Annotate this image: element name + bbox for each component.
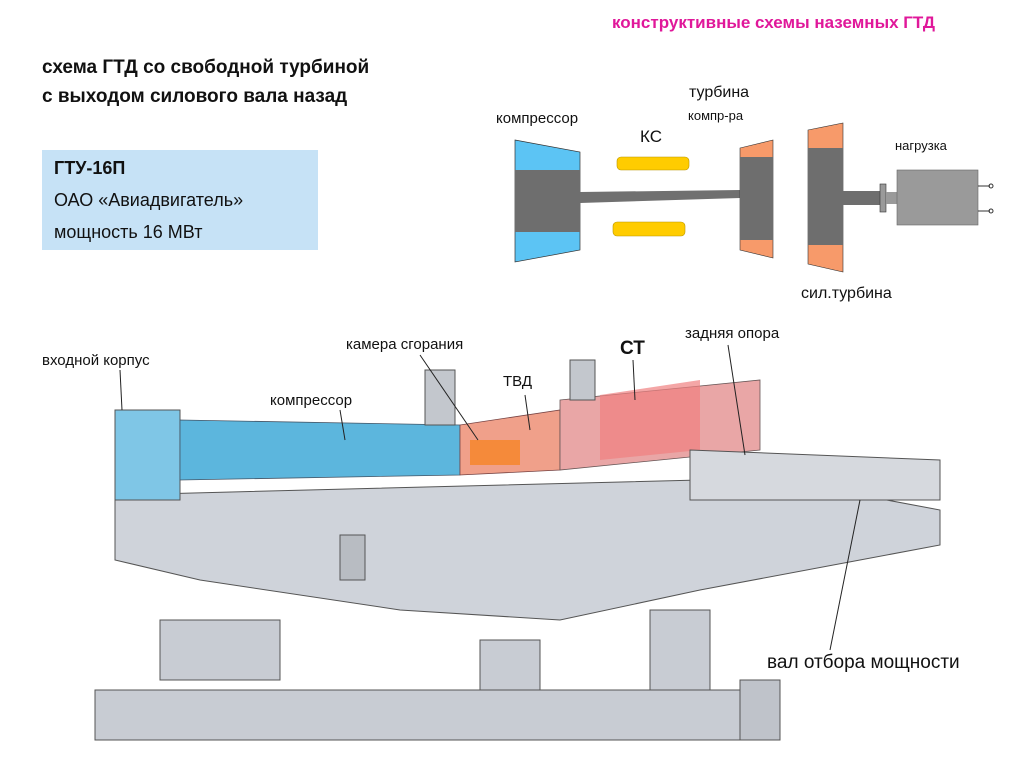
scheme-power-turbine	[807, 122, 880, 273]
scheme-label-compressor: компрессор	[496, 110, 579, 127]
scheme-label-power-turbine: сил.турбина	[801, 285, 892, 302]
label-inlet: входной корпус	[42, 352, 150, 369]
scheme-load	[896, 169, 979, 226]
label-st: СТ	[620, 338, 645, 359]
slide-header: конструктивные схемы наземных ГТД	[612, 13, 935, 32]
scheme-coupling	[879, 183, 887, 213]
label-power-shaft: вал отбора мощности	[767, 652, 960, 673]
slide-title-line1: схема ГТД со свободной турбиной	[42, 57, 370, 78]
slide-title-line2: с выходом силового вала назад	[42, 86, 348, 107]
scheme-shaft	[580, 190, 740, 203]
info-box: ГТУ-16П ОАО «Авиадвигатель» мощность 16 …	[42, 150, 318, 250]
label-combustor: камера сгорания	[346, 336, 464, 353]
scheme-compressor-turbine	[739, 139, 774, 259]
engine-power: мощность 16 МВт	[54, 222, 203, 242]
scheme-compressor	[514, 139, 581, 263]
engine-model: ГТУ-16П	[54, 158, 126, 178]
scheme-combustor-bottom	[612, 221, 686, 237]
label-compressor: компрессор	[270, 392, 353, 409]
label-rear-support: задняя опора	[685, 325, 780, 342]
scheme-label-turbine: турбина	[689, 84, 750, 101]
label-tvd: ТВД	[503, 373, 532, 390]
engine-maker: ОАО «Авиадвигатель»	[54, 190, 244, 210]
engine-cutaway	[94, 359, 941, 741]
scheme-combustor-top	[616, 156, 690, 171]
scheme-label-turbine-compr: компр-ра	[688, 108, 744, 123]
scheme-label-ks: КС	[640, 127, 662, 146]
scheme-label-load: нагрузка	[895, 138, 947, 153]
